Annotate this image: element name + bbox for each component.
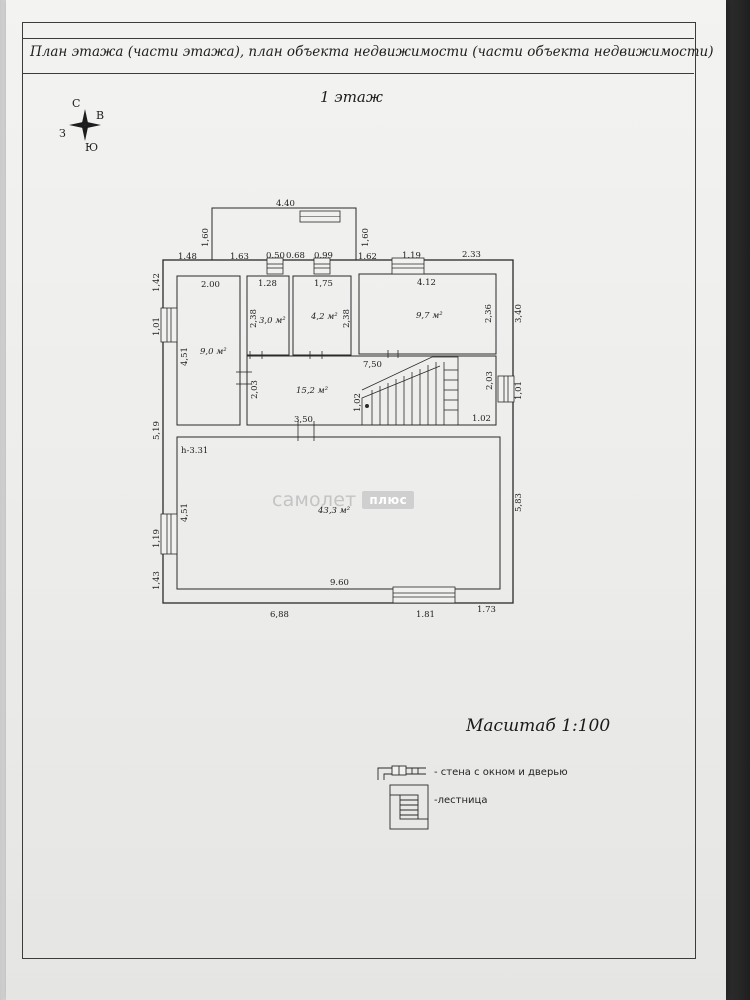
dim-6-88: 6,88 [270,610,289,620]
dim-4-51-b: 4,51 [180,503,190,522]
room-area-9-0: 9,0 м² [200,347,227,357]
watermark-word: самолет [272,489,357,511]
room-area-4-2: 4,2 м² [310,312,338,322]
dim-0-50: 0.50 [266,251,285,261]
room-area-9-7: 9,7 м² [416,311,443,321]
dim-porch-left: 1,60 [201,228,211,247]
document-title: План этажа (части этажа), план объекта н… [30,44,714,60]
staircase [361,356,459,425]
watermark: самолет плюс [272,487,415,513]
dim-porch-width: 4.40 [276,199,295,209]
dim-1-48: 1.48 [178,252,197,262]
compass-west: З [59,127,66,140]
dim-4-51-a: 4,51 [180,347,190,366]
window-openings [160,257,515,604]
legend-stairs-icon [389,784,429,830]
dim-1-73: 1.73 [477,605,496,615]
document-frame [22,22,696,959]
dim-1-28: 1.28 [258,279,277,289]
dim-2-00: 2.00 [201,280,220,290]
dim-4-12: 4.12 [417,278,436,288]
dim-7-50: 7,50 [363,360,382,370]
dim-5-19: 5,19 [152,421,162,440]
dim-1-81: 1.81 [416,610,435,620]
dim-porch-right: 1,60 [361,228,371,247]
dim-2-38-b: 2,38 [342,309,352,328]
dim-1-19-left: 1,19 [152,529,162,548]
dim-1-75: 1,75 [314,279,333,289]
legend-stairs-label: -лестница [434,795,488,806]
dim-2-33: 2.33 [462,250,481,260]
dim-2-38-a: 2,38 [249,309,259,328]
dim-1-01-right: 1,01 [514,381,524,400]
floor-title: 1 этаж [320,88,383,106]
room-43-3-outline [176,436,501,590]
compass-east: В [96,109,104,122]
dim-1-01-left: 1,01 [152,317,162,336]
dim-0-68: 0.68 [286,251,305,261]
header-band [22,38,694,74]
dim-1-63: 1.63 [230,252,249,262]
dim-2-03-a: 2,03 [250,380,260,399]
dim-5-83: 5,83 [514,493,524,512]
scale-label: Масштаб 1:100 [466,716,611,736]
dim-3-40: 3,40 [514,304,524,323]
dim-0-99: 0.99 [314,251,333,261]
room-area-3-0: 3,0 м² [259,316,286,326]
dim-1-42: 1,42 [152,273,162,292]
dim-2-36: 2,36 [484,304,494,323]
outer-wall [162,259,514,604]
height-mark: h-3.31 [181,446,208,456]
dim-2-03-b: 2,03 [485,371,495,390]
watermark-badge: плюс [362,491,415,509]
room-9-0-outline [176,275,241,426]
room-15-2-outline [246,355,497,426]
dim-3-50: 3,50 [294,415,313,425]
dim-1-02-b: 1.02 [472,414,491,424]
legend-wall-window-door-label: - стена с окном и дверью [434,767,568,778]
compass-rose-icon: С В З Ю [59,97,104,154]
legend-wall-window-door-icon [377,765,426,780]
dim-9-60: 9.60 [330,578,349,588]
door-ticks [236,350,399,441]
dim-1-02-a: 1,02 [353,393,363,412]
dim-1-43: 1,43 [152,571,162,590]
room-9-7-outline [358,273,497,355]
compass-north: С [72,97,80,110]
compass-south: Ю [85,141,98,154]
dim-1-62: 1.62 [358,252,377,262]
room-area-15-2: 15,2 м² [296,386,329,396]
dim-1-19-top: 1.19 [402,251,421,261]
room-area-43-3: 43,3 м² [317,506,351,516]
room-3-0-outline [246,275,290,356]
